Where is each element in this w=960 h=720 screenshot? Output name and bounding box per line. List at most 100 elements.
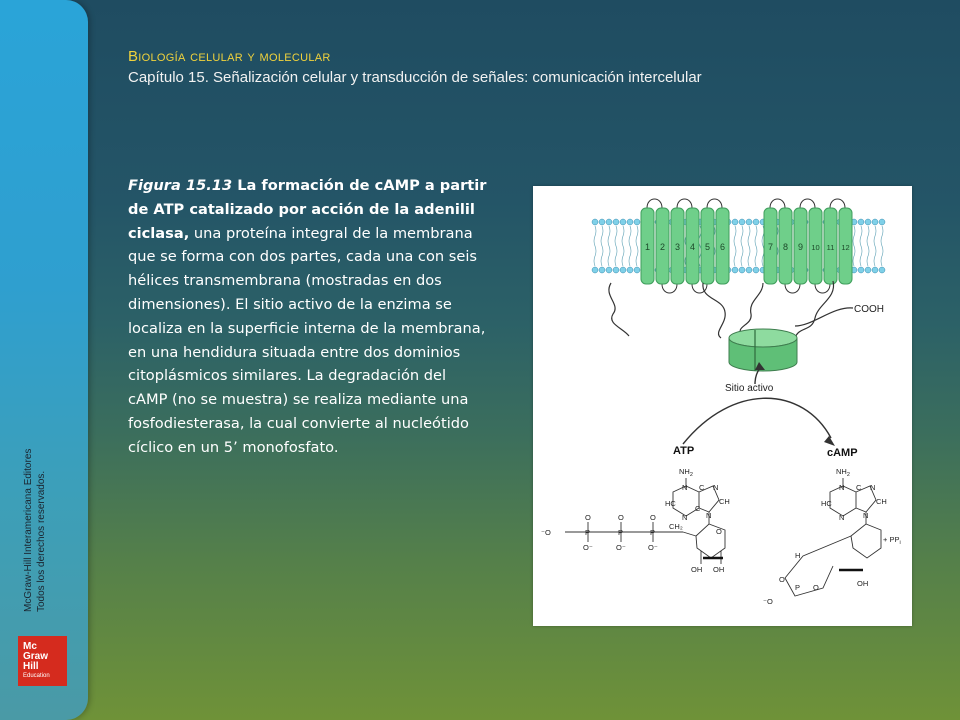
lipid-head-top [878,218,886,226]
camp-ch8: CH [876,497,887,506]
atp-ring-o: O [716,527,722,536]
n-terminal-tail [608,282,630,337]
figure-label: Figura 15.13 [128,177,233,194]
camp-label: cAMP [827,447,858,459]
helix-2 [655,207,670,285]
lipid-tail [733,225,737,267]
camp-h: H [795,551,800,560]
lipid-head-bottom [745,266,753,274]
atp-structure: NH2 N C N [541,467,730,574]
reaction-arrows [682,365,832,445]
reaction-arrowhead [824,436,835,446]
helix-label-6: 6 [720,242,725,252]
atp-o-minus-beta: O⁻ [616,543,626,552]
lipid-head-top [591,218,599,226]
atp-o-alpha: O [650,513,656,522]
helix-label-5: 5 [705,242,710,252]
helix-loop [646,198,663,209]
helix-3 [670,207,685,285]
lipid-head-top [871,218,879,226]
copyright-text: McGraw-Hill Interamericana Editores Todo… [22,402,48,612]
helix-loop [829,198,846,209]
atp-oh-3: OH [713,565,724,574]
protein-loops [608,280,854,339]
lipid-tail [859,225,863,267]
camp-c1: C [856,483,862,492]
logo-line-3: Hill [23,661,39,672]
copyright-line-1: McGraw-Hill Interamericana Editores [23,448,34,612]
lipid-head-top [605,218,613,226]
atp-c1: C [699,483,705,492]
helix-loop [814,283,831,294]
helix-9 [793,207,808,285]
helix-label-1: 1 [645,242,650,252]
book-title: Biología celular y molecular [128,48,331,65]
cooh-label: COOH [854,304,884,315]
helix-12 [838,207,853,285]
lipid-head-bottom [731,266,739,274]
atp-o-minus: ⁻O [541,528,551,537]
helix-4 [685,207,700,285]
atp-p-beta: P [618,528,623,537]
camp-hc2: HC [821,499,832,508]
lipid-head-bottom [871,266,879,274]
sidebar: McGraw-Hill Interamericana Editores Todo… [0,0,88,720]
lipid-head-top [731,218,739,226]
camp-p: P [795,583,800,592]
logo-line-1: Mc [23,641,37,652]
helix-loop [706,198,723,209]
helix-loop [784,283,801,294]
lipid-tail [614,225,618,267]
lipid-head-top [598,218,606,226]
lipid-tail [880,225,884,267]
lipid-tail [740,225,744,267]
caption-bold-text: La formación de cAMP a partir de ATP cat… [128,177,487,242]
lipid-tail [628,225,632,267]
linker-3 [794,280,835,339]
atp-n3: N [682,513,687,522]
figure-caption: Figura 15.13 La formación de cAMP a part… [128,174,488,460]
lipid-head-top [626,218,634,226]
lipid-head-top [619,218,627,226]
lipid-head-top [633,218,641,226]
atp-p-gamma: P [585,528,590,537]
helix-7 [763,207,778,285]
chapter-title: Capítulo 15. Señalización celular y tran… [128,69,702,86]
atp-o-minus-gamma: O⁻ [583,543,593,552]
lipid-tail [866,225,870,267]
lipid-head-bottom [878,266,886,274]
atp-n9: N [706,511,711,520]
camp-ppi: + PPi [883,535,901,546]
helix-loop [661,283,678,294]
atp-ch2: CH₂ [669,522,683,531]
lipid-tail [600,225,604,267]
atp-p-alpha: P [650,528,655,537]
camp-structure: NH2 N C N CH HC N N + PPi H [763,467,901,606]
atp-hc2: HC [665,499,676,508]
atp-n1: N [682,483,687,492]
atp-n7: N [713,483,718,492]
lipid-tail [747,225,751,267]
lipid-head-bottom [752,266,760,274]
lipid-tail [593,225,597,267]
helix-label-3: 3 [675,242,680,252]
helix-8 [778,207,793,285]
helix-loop [799,198,816,209]
lipid-tail [754,225,758,267]
camp-o-minus: ⁻O [763,597,773,606]
helix-label-4: 4 [690,242,695,252]
camp-o-2: O [813,583,819,592]
camp-n3: N [839,513,844,522]
helix-label-10: 10 [811,243,819,252]
lipid-tail [607,225,611,267]
lipid-head-bottom [738,266,746,274]
helix-11 [823,207,838,285]
atp-nh2: NH2 [679,467,693,478]
lipid-head-bottom [633,266,641,274]
lipid-head-top [745,218,753,226]
atp-ch8: CH [719,497,730,506]
camp-oh: OH [857,579,868,588]
helix-1 [640,207,655,285]
